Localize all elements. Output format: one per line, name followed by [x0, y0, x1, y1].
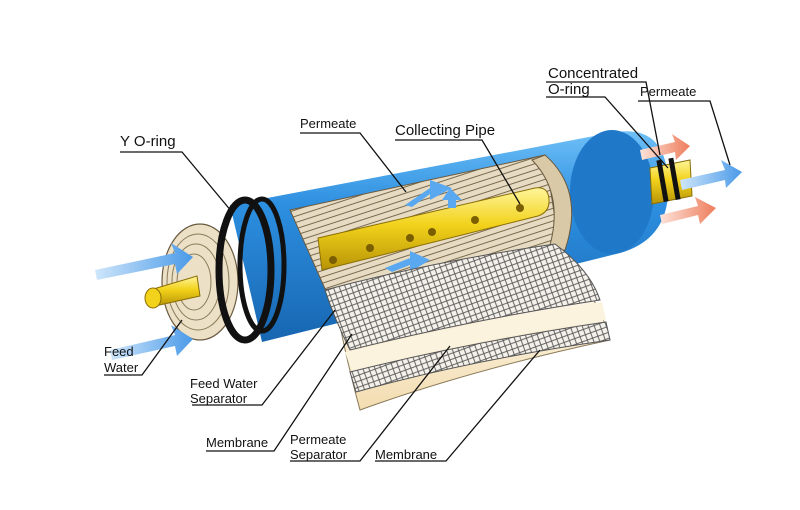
label-collecting-pipe: Collecting Pipe [395, 122, 495, 139]
label-concentrated: Concentrated [548, 65, 638, 82]
label-permeate-top: Permeate [300, 116, 356, 131]
label-membrane-left: Membrane [206, 435, 268, 450]
label-membrane-right: Membrane [375, 447, 437, 462]
label-oring-right: O-ring [548, 81, 590, 98]
label-feed-water-line1: Feed [104, 344, 134, 359]
label-y-oring: Y O-ring [120, 133, 176, 150]
label-feed-water-separator-line2: Separator [190, 391, 248, 406]
label-permeate-right: Permeate [640, 84, 696, 99]
label-feed-water-line2: Water [104, 360, 139, 375]
leader-lines [104, 81, 731, 462]
collecting-pipe [317, 187, 550, 271]
label-feed-water-separator-line1: Feed Water [190, 376, 258, 391]
inner-permeate-arrows [385, 180, 462, 272]
label-permeate-separator-line1: Permeate [290, 432, 346, 447]
outlet-arrows [640, 134, 742, 224]
right-outlet [649, 157, 693, 205]
feed-water-arrows [95, 243, 193, 360]
label-permeate-separator-line2: Separator [290, 447, 348, 462]
y-oring [215, 196, 287, 344]
unrolled-sheets [324, 243, 611, 411]
